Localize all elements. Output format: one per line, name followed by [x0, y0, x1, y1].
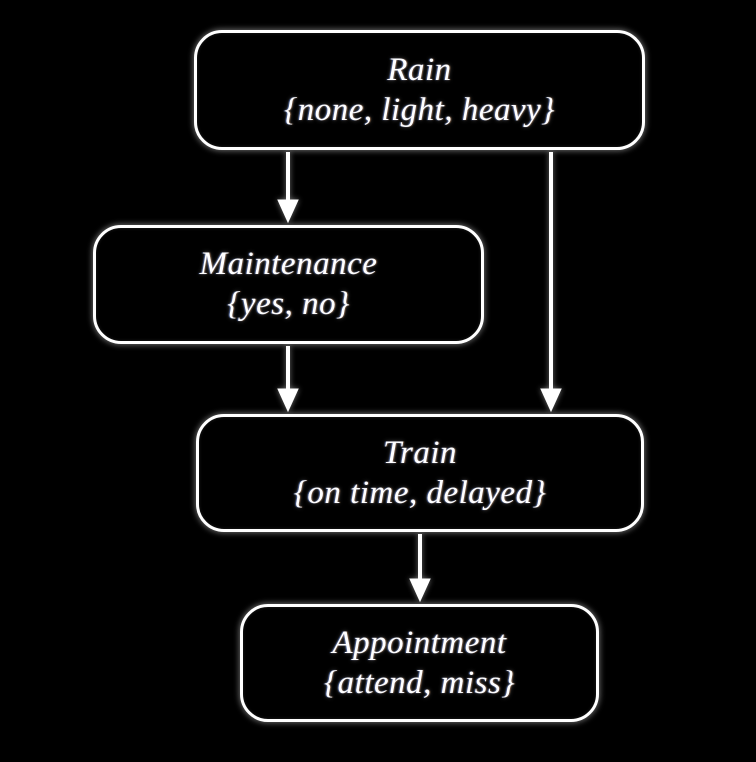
node-rain-states: {none, light, heavy}	[284, 91, 555, 128]
edge-train-to-appointment	[400, 532, 440, 605]
node-maintenance-states: {yes, no}	[227, 286, 350, 322]
node-train-title: Train	[382, 434, 458, 471]
node-appointment[interactable]: Appointment {attend, miss}	[240, 604, 599, 722]
node-appointment-states: {attend, miss}	[323, 664, 516, 701]
node-appointment-title: Appointment	[332, 624, 507, 661]
edge-maintenance-to-train	[268, 344, 308, 415]
edge-rain-to-maintenance	[268, 150, 308, 226]
node-train[interactable]: Train {on time, delayed}	[196, 414, 644, 532]
node-maintenance-title: Maintenance	[199, 246, 378, 283]
node-train-states: {on time, delayed}	[293, 474, 547, 511]
node-rain-title: Rain	[387, 51, 452, 88]
node-rain[interactable]: Rain {none, light, heavy}	[194, 30, 645, 150]
node-maintenance[interactable]: Maintenance {yes, no}	[93, 225, 484, 344]
edge-rain-to-train	[531, 150, 571, 415]
